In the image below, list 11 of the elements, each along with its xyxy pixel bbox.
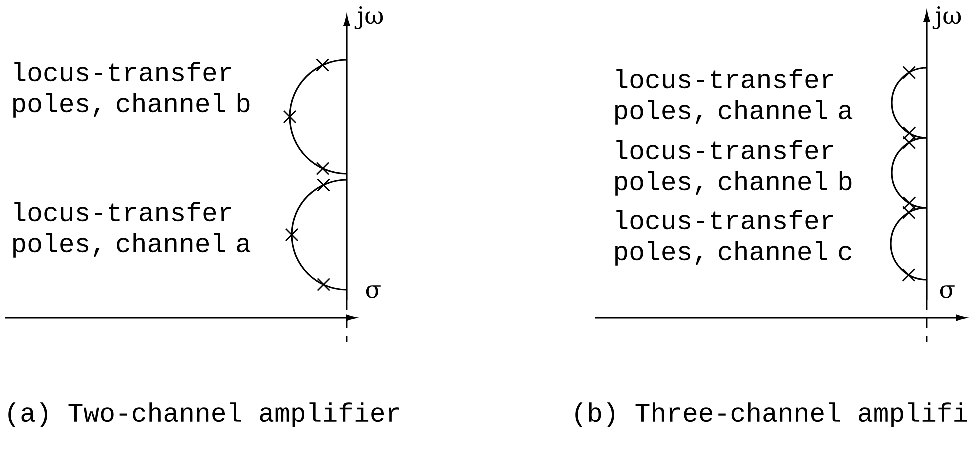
annotation: locus-transfer poles, channel b [616, 140, 852, 196]
annotation: locus-transfer poles, channel a [616, 69, 853, 125]
annotation: locus-transfer poles, channel b [14, 62, 250, 118]
axis-label: jω [354, 6, 384, 30]
axis-label: jω [932, 6, 962, 30]
annotation: locus-transfer poles, channel a [14, 202, 251, 258]
axis-label: σ [366, 286, 381, 298]
annotation: locus-transfer poles, channel c [616, 210, 852, 266]
caption: (a) Two-channel amplifier [8, 402, 400, 428]
axis-label: σ [940, 286, 955, 298]
caption: (b) Three-channel amplifi [576, 402, 968, 428]
